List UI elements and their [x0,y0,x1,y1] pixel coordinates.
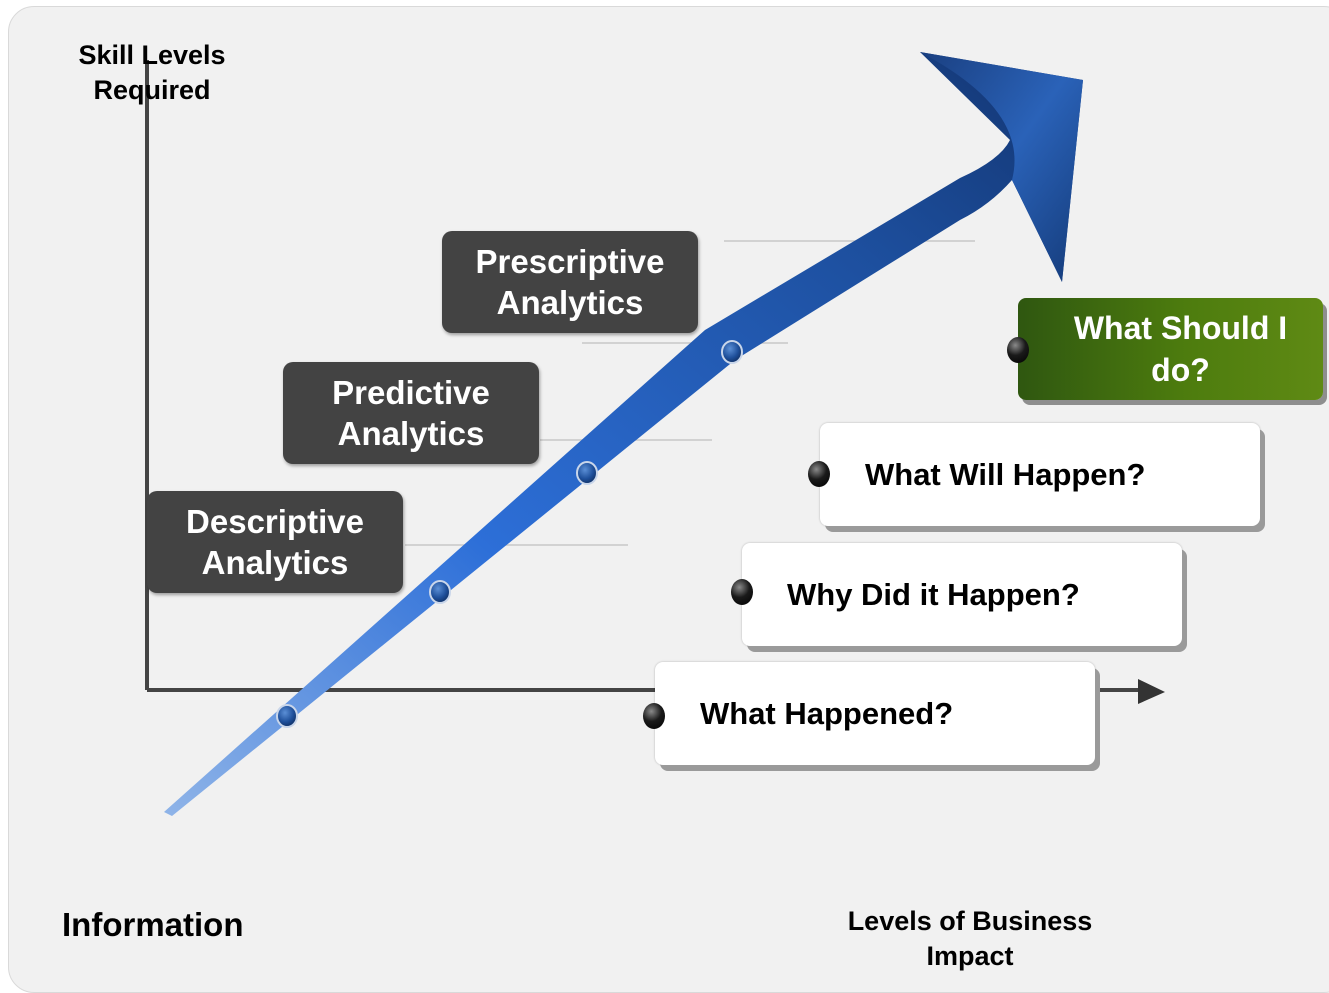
growth-arrow-head [920,52,1083,282]
question-box: Why Did it Happen? [742,543,1182,646]
question-box: What Will Happen? [820,423,1260,526]
question-text: Why Did it Happen? [787,576,1080,612]
origin-label: Information [62,906,244,943]
stage-label-prescriptive: Prescriptive Analytics [442,231,698,333]
arrow-node [276,704,298,728]
question-text: What Should I do? [1073,310,1288,388]
y-axis-label: Skill Levels Required [78,40,226,105]
bullet-icon [1007,337,1029,363]
stage-label-descriptive: Descriptive Analytics [147,491,403,593]
arrow-node [721,340,743,364]
x-axis-arrowhead [1138,679,1165,704]
growth-arrow [164,52,1083,816]
arrow-node [429,580,451,604]
bullet-icon [808,461,830,487]
stage-label-predictive: Predictive Analytics [283,362,539,464]
question-box: What Happened? [655,662,1095,765]
question-text: What Will Happen? [865,456,1146,492]
arrow-node [576,461,598,485]
x-axis-label: Levels of Business Impact [847,906,1093,971]
question-text: What Happened? [700,695,954,731]
bullet-icon [643,703,665,729]
question-box-highlight: What Should I do? [1018,298,1323,400]
bullet-icon [731,579,753,605]
